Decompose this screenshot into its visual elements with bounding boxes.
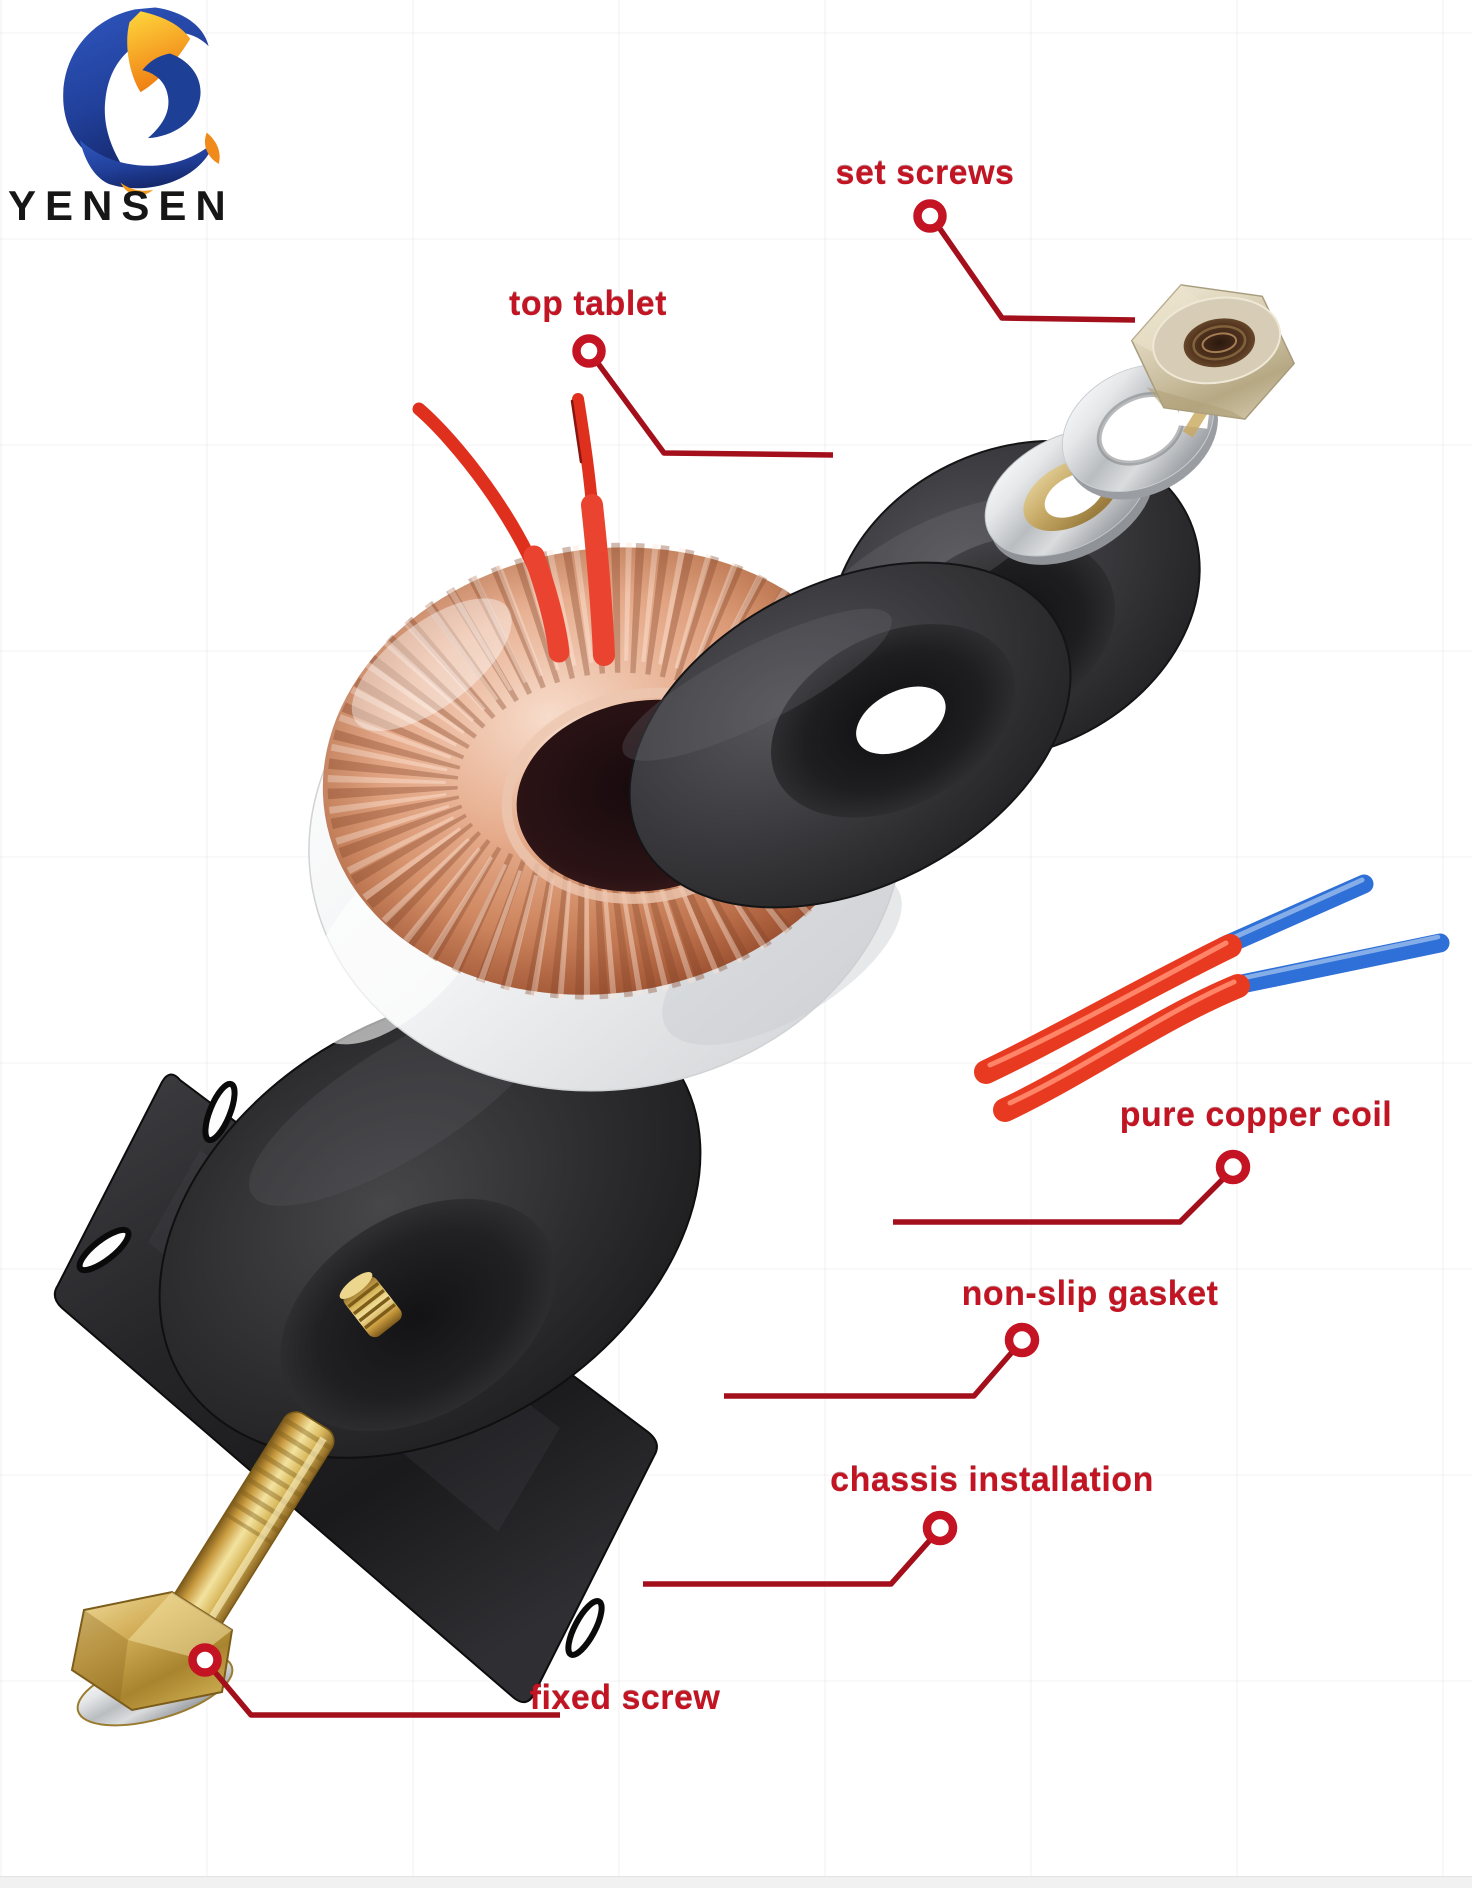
plate-slot <box>565 1598 605 1658</box>
leader-pure-copper-coil <box>893 1176 1226 1225</box>
bottom-edge-strip <box>0 1876 1472 1888</box>
callout-label-pure-copper-coil: pure copper coil <box>1119 1096 1393 1134</box>
plate-slot <box>202 1080 238 1144</box>
bolt-thread-tip <box>339 1272 402 1338</box>
callout-label-top-tablet: top tablet <box>509 285 667 323</box>
callout-label-chassis-installation: chassis installation <box>830 1461 1154 1499</box>
callout-leaders <box>211 224 1226 1718</box>
top-cover-disc-front <box>622 561 1072 909</box>
non-slip-gasket-disc <box>158 991 702 1459</box>
ring-chassis-installation <box>922 1510 958 1546</box>
ring-non-slip-gasket <box>1004 1322 1040 1358</box>
brand-wordmark: YENSEN <box>8 182 235 229</box>
ring-fixed-screw <box>188 1643 222 1677</box>
bolt-head <box>70 1590 234 1727</box>
ring-pure-copper-coil <box>1215 1149 1251 1185</box>
leader-fixed-screw <box>211 1669 560 1718</box>
callout-label-fixed-screw: fixed screw <box>529 1679 721 1717</box>
callout-label-non-slip-gasket: non-slip gasket <box>961 1275 1219 1313</box>
secondary-lead-wires <box>974 874 1450 1122</box>
callout-label-set-screws: set screws <box>835 154 1015 192</box>
leader-non-slip-gasket <box>724 1349 1016 1399</box>
leader-chassis-installation <box>643 1537 934 1587</box>
brand-logo-icon <box>63 7 220 196</box>
plate-slot <box>76 1226 132 1274</box>
hex-nut <box>1130 284 1296 420</box>
primary-lead-wires <box>412 393 615 666</box>
ring-set-screws <box>913 199 947 233</box>
leader-set-screws <box>935 224 1136 323</box>
callout-rings <box>188 199 1251 1677</box>
leader-top-tablet <box>594 360 834 458</box>
ring-top-tablet <box>572 334 606 368</box>
